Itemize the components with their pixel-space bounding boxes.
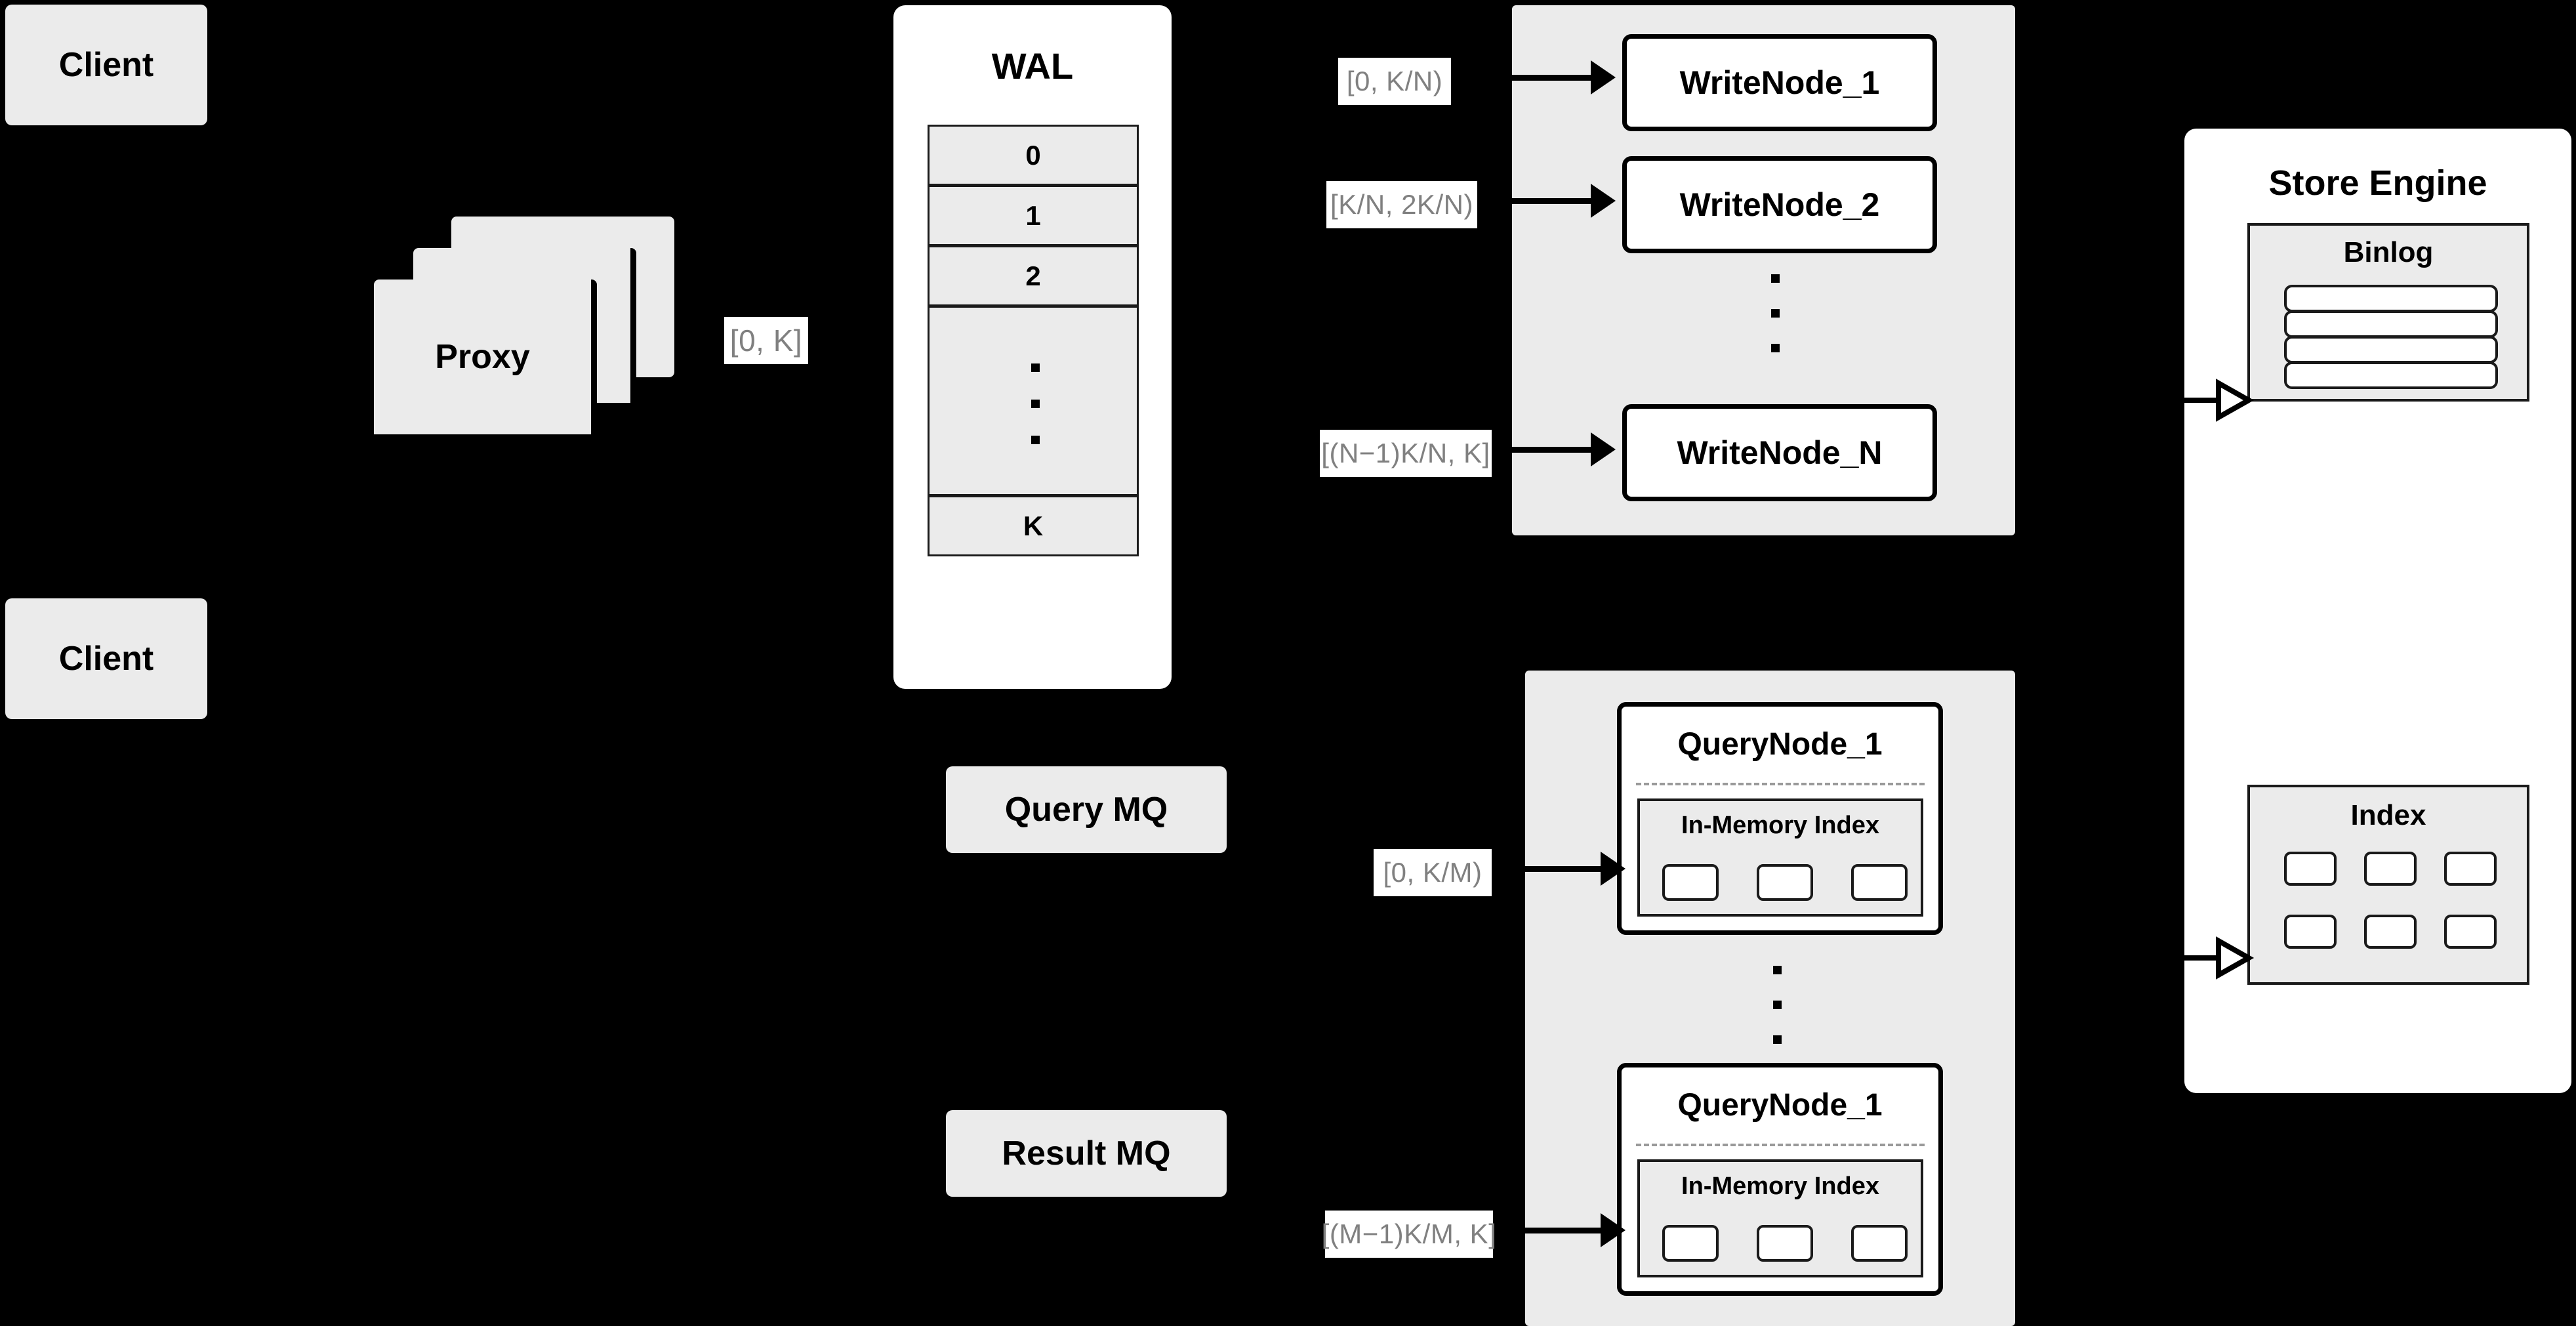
- query-node-m-divider: [1636, 1144, 1925, 1146]
- index-slot: [2444, 915, 2497, 949]
- write-node-1[interactable]: WriteNode_1: [1622, 34, 1937, 131]
- query-node-m-memory-index-title: In-Memory Index: [1681, 1172, 1879, 1200]
- index-slot: [2444, 852, 2497, 886]
- client-node-2-label: Client: [58, 640, 154, 678]
- store-engine-panel: Store Engine Binlog Index: [2184, 129, 2571, 1093]
- binlog-panel: Binlog: [2247, 223, 2529, 402]
- index-slot: [2364, 915, 2417, 949]
- arrow-head-query-node-m: [1601, 1213, 1625, 1247]
- binlog-row: [2284, 310, 2498, 338]
- write-node-2-label: WriteNode_2: [1679, 186, 1880, 223]
- range-label-proxy-to-wal: [0, K]: [724, 317, 808, 364]
- arrow-line-query-node-m: [1494, 1228, 1606, 1233]
- range-label-write-node-2: [K/N, 2K/N): [1326, 181, 1477, 228]
- client-node-1-label: Client: [58, 46, 154, 84]
- query-node-group: QueryNode_1 In-Memory Index QueryNode_1: [1525, 671, 2015, 1326]
- wal-panel: WAL 0 1 2 K: [893, 5, 1172, 689]
- write-node-1-label: WriteNode_1: [1679, 64, 1880, 101]
- query-node-1-divider: [1636, 783, 1925, 785]
- index-slot: [2364, 852, 2417, 886]
- wal-row-ellipsis: [928, 306, 1139, 496]
- write-node-group: WriteNode_1 WriteNode_2 WriteNode_N: [1512, 5, 2015, 535]
- wal-row-1: 1: [928, 185, 1139, 246]
- range-label-write-node-n: [(N−1)K/N, K]: [1320, 430, 1492, 477]
- memory-index-slot: [1757, 1225, 1813, 1262]
- query-node-1-label: QueryNode_1: [1677, 727, 1883, 762]
- client-node-1[interactable]: Client: [5, 5, 207, 125]
- memory-index-slot: [1851, 1225, 1908, 1262]
- index-slot: [2284, 915, 2337, 949]
- write-node-n-label: WriteNode_N: [1677, 434, 1883, 471]
- query-mq-node[interactable]: Query MQ: [946, 766, 1227, 853]
- range-label-query-node-1: [0, K/M): [1374, 849, 1492, 896]
- arrow-head-query-node-1: [1601, 852, 1625, 886]
- wal-row-2: 2: [928, 245, 1139, 306]
- arrow-line-query-node-1: [1493, 866, 1606, 872]
- binlog-title: Binlog: [2343, 236, 2434, 268]
- wal-row-0: 0: [928, 125, 1139, 186]
- query-mq-label: Query MQ: [1004, 791, 1168, 829]
- arrow-head-write-node-n: [1591, 432, 1616, 466]
- query-node-1[interactable]: QueryNode_1 In-Memory Index: [1617, 702, 1943, 935]
- memory-index-slot: [1662, 1225, 1719, 1262]
- write-node-n[interactable]: WriteNode_N: [1622, 404, 1937, 501]
- binlog-row: [2284, 362, 2498, 389]
- result-mq-label: Result MQ: [1002, 1134, 1171, 1172]
- memory-index-slot: [1757, 864, 1813, 901]
- client-node-2[interactable]: Client: [5, 598, 207, 719]
- memory-index-slot: [1662, 864, 1719, 901]
- proxy-card-front[interactable]: Proxy: [374, 280, 597, 440]
- wal-title: WAL: [991, 45, 1074, 87]
- arrow-line-write-node-n: [1492, 447, 1597, 453]
- binlog-row: [2284, 336, 2498, 363]
- range-label-write-node-1: [0, K/N): [1338, 58, 1451, 105]
- proxy-label: Proxy: [435, 338, 530, 376]
- arrow-to-index: [2184, 936, 2255, 980]
- arrow-to-binlog: [2184, 379, 2255, 422]
- index-title: Index: [2350, 799, 2426, 831]
- query-node-m[interactable]: QueryNode_1 In-Memory Index: [1617, 1063, 1943, 1296]
- index-panel: Index: [2247, 785, 2529, 985]
- memory-index-slot: [1851, 864, 1908, 901]
- write-node-2[interactable]: WriteNode_2: [1622, 156, 1937, 253]
- query-node-1-memory-index: In-Memory Index: [1637, 798, 1923, 917]
- arrow-line-write-node-2: [1477, 198, 1597, 204]
- result-mq-node[interactable]: Result MQ: [946, 1110, 1227, 1197]
- arrow-line-write-node-1: [1452, 75, 1597, 81]
- query-node-m-label: QueryNode_1: [1677, 1088, 1883, 1123]
- arrow-head-write-node-1: [1591, 60, 1616, 94]
- store-engine-title: Store Engine: [2268, 163, 2487, 203]
- proxy-stack[interactable]: Proxy: [374, 217, 676, 440]
- query-node-ellipsis: [1773, 966, 1793, 1058]
- wal-row-k: K: [928, 495, 1139, 556]
- index-slot: [2284, 852, 2337, 886]
- range-label-query-node-m: [(M−1)K/M, K]: [1322, 1211, 1496, 1258]
- binlog-row: [2284, 285, 2498, 312]
- query-node-m-memory-index: In-Memory Index: [1637, 1159, 1923, 1277]
- write-node-ellipsis: [1771, 274, 1791, 366]
- arrow-head-write-node-2: [1591, 184, 1616, 218]
- query-node-1-memory-index-title: In-Memory Index: [1681, 812, 1879, 839]
